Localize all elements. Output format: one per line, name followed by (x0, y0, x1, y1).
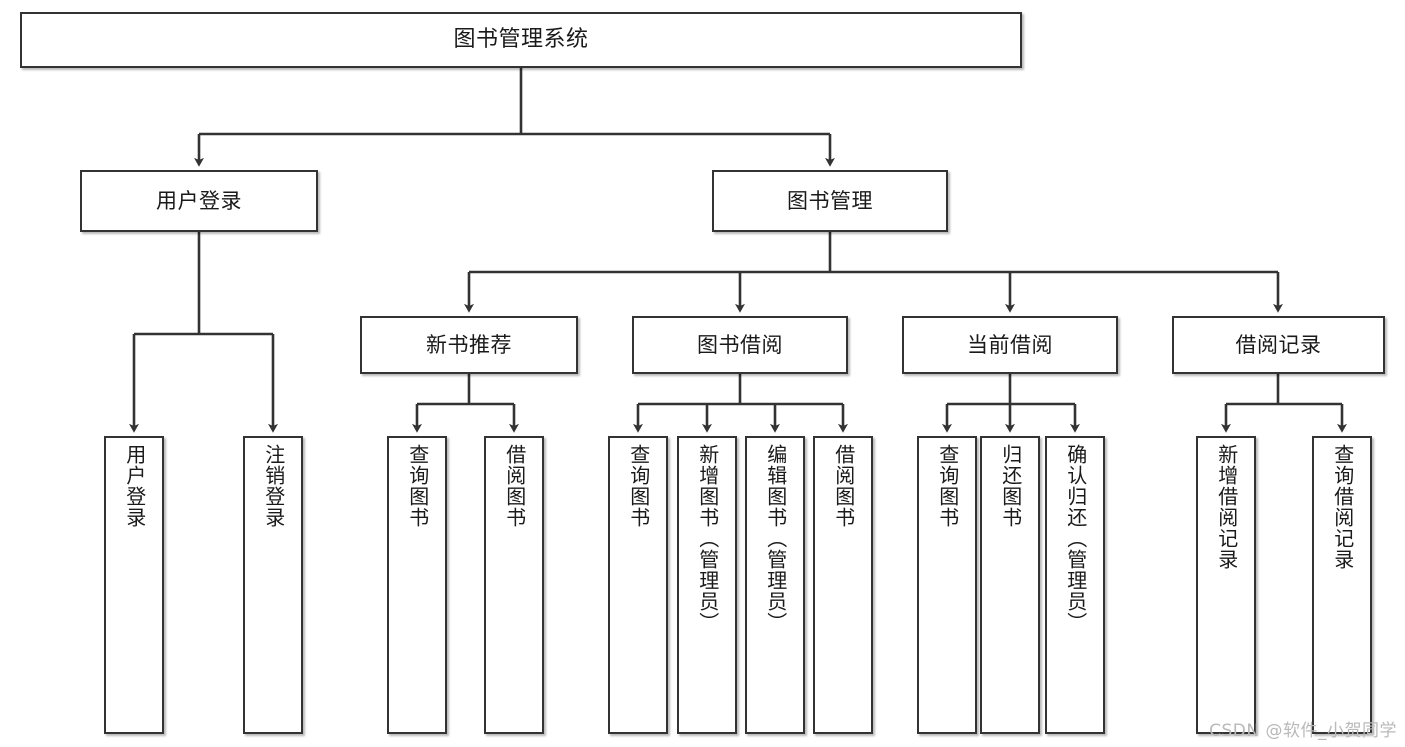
csdn-watermark: CSDN @软件_小贺同学 (1209, 721, 1397, 741)
leaf-book-borrow-edit-book-admin-label: 编辑图书（管理员） (763, 444, 788, 633)
leaf-current-borrow-return-books[interactable]: 归还图书 (980, 436, 1040, 734)
leaf-current-borrow-confirm-return-admin-label: 确认归还（管理员） (1063, 444, 1088, 633)
node-user-login-label: 用户登录 (156, 188, 242, 213)
leaf-book-borrow-query-books[interactable]: 查询图书 (608, 436, 668, 734)
node-root-label: 图书管理系统 (453, 27, 589, 53)
node-current-borrowing-label: 当前借阅 (967, 332, 1053, 357)
leaf-current-borrow-query-books[interactable]: 查询图书 (917, 436, 977, 734)
node-root-book-management-system[interactable]: 图书管理系统 (20, 12, 1022, 68)
leaf-current-borrow-query-books-label: 查询图书 (935, 444, 960, 528)
leaf-book-borrow-add-book-admin-label: 新增图书（管理员） (695, 444, 720, 633)
leaf-user-login-sign-out[interactable]: 注销登录 (243, 436, 303, 734)
node-book-management[interactable]: 图书管理 (712, 170, 948, 232)
node-new-book-recommendation-label: 新书推荐 (426, 332, 512, 357)
leaf-user-login-sign-in-label: 用户登录 (122, 444, 147, 528)
node-book-management-label: 图书管理 (787, 188, 873, 213)
leaf-new-book-borrow-books-label: 借阅图书 (502, 444, 527, 528)
node-book-borrowing[interactable]: 图书借阅 (632, 316, 848, 374)
leaf-book-borrow-add-book-admin[interactable]: 新增图书（管理员） (677, 436, 737, 734)
node-user-login[interactable]: 用户登录 (80, 170, 318, 232)
leaf-book-borrow-borrow-books[interactable]: 借阅图书 (813, 436, 873, 734)
leaf-new-book-borrow-books[interactable]: 借阅图书 (484, 436, 544, 734)
leaf-records-query-borrow-record[interactable]: 查询借阅记录 (1312, 436, 1372, 734)
leaf-current-borrow-confirm-return-admin[interactable]: 确认归还（管理员） (1045, 436, 1105, 734)
node-borrowing-records-label: 借阅记录 (1235, 332, 1322, 357)
leaf-new-book-query-books[interactable]: 查询图书 (387, 436, 447, 734)
node-book-borrowing-label: 图书借阅 (697, 332, 783, 357)
node-current-borrowing[interactable]: 当前借阅 (902, 316, 1118, 374)
leaf-book-borrow-query-books-label: 查询图书 (626, 444, 651, 528)
leaf-current-borrow-return-books-label: 归还图书 (998, 444, 1023, 528)
node-borrowing-records[interactable]: 借阅记录 (1172, 316, 1385, 374)
node-new-book-recommendation[interactable]: 新书推荐 (360, 316, 578, 374)
leaf-new-book-query-books-label: 查询图书 (405, 444, 430, 528)
leaf-records-add-borrow-record[interactable]: 新增借阅记录 (1196, 436, 1256, 734)
leaf-records-query-borrow-record-label: 查询借阅记录 (1330, 444, 1355, 570)
leaf-book-borrow-borrow-books-label: 借阅图书 (831, 444, 856, 528)
leaf-book-borrow-edit-book-admin[interactable]: 编辑图书（管理员） (745, 436, 805, 734)
leaf-records-add-borrow-record-label: 新增借阅记录 (1214, 444, 1239, 570)
leaf-user-login-sign-in[interactable]: 用户登录 (104, 436, 164, 734)
leaf-user-login-sign-out-label: 注销登录 (261, 444, 286, 528)
